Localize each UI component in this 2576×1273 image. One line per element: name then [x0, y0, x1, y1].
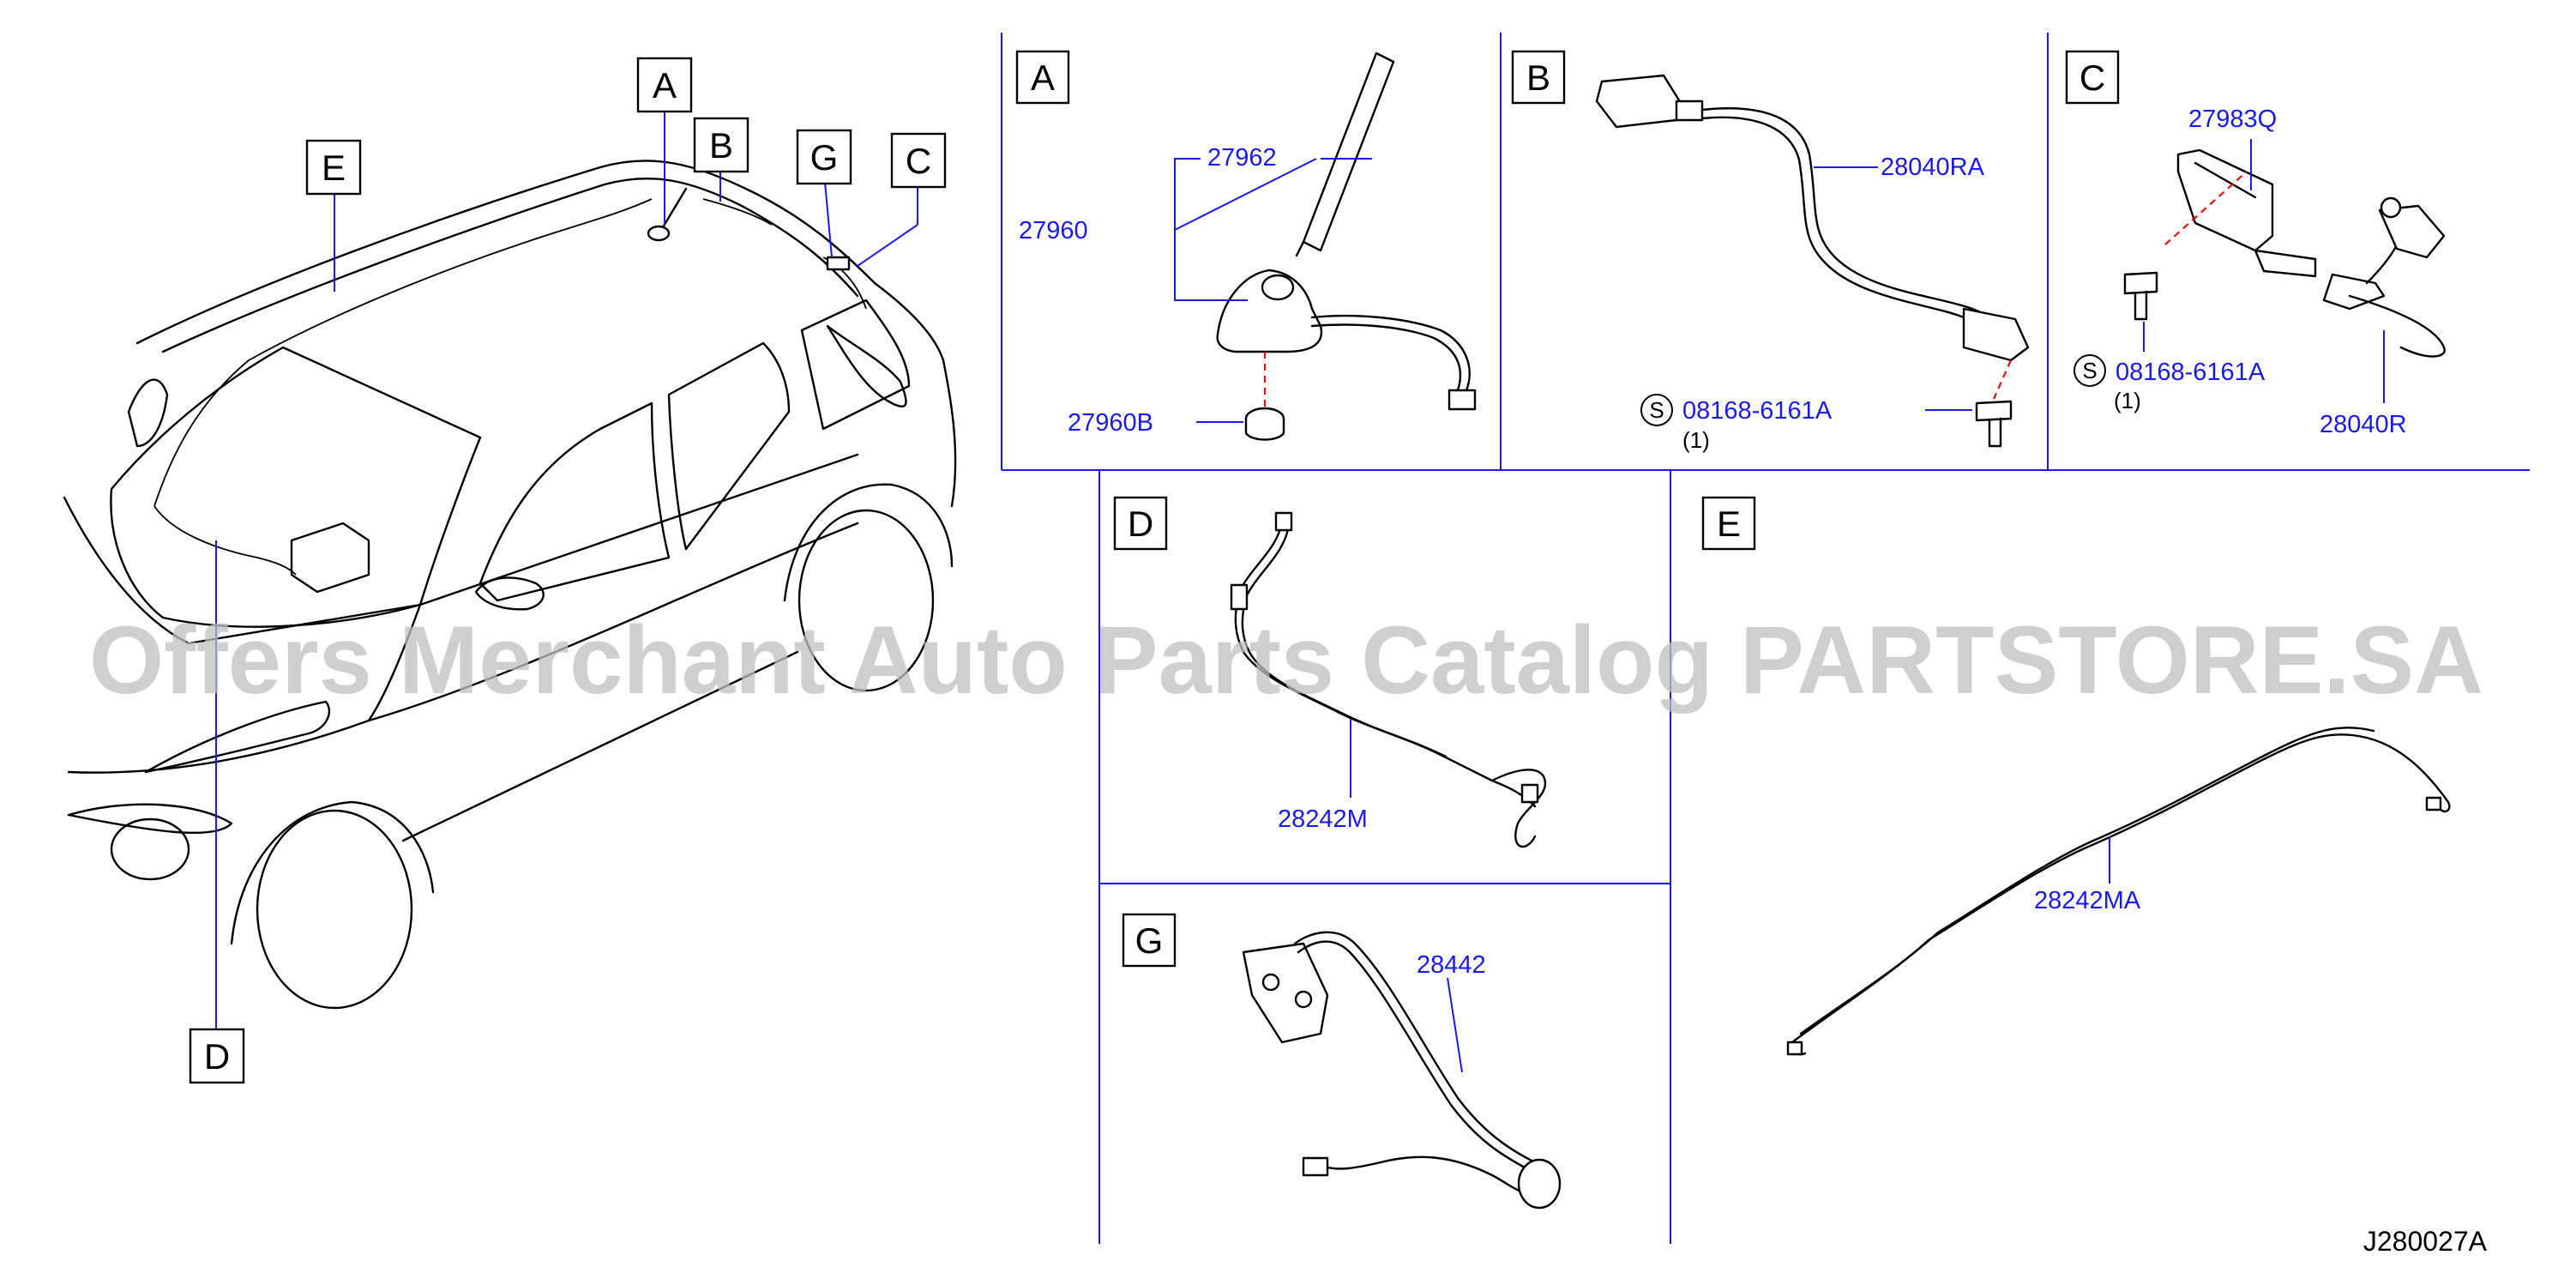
harness-g-bracket	[1242, 942, 1329, 1044]
part-label-27962[interactable]: 27962	[1207, 144, 1277, 172]
panel-e: E 28242MA	[1701, 496, 2451, 1056]
harness-g-grommet	[1517, 1158, 1562, 1210]
car-side-line	[367, 453, 859, 842]
panel-a-letter: A	[1031, 57, 1055, 98]
panel-g-letter: G	[1135, 920, 1164, 961]
callout-letter-e: E	[322, 148, 346, 188]
part-label-28442[interactable]: 28442	[1417, 951, 1486, 979]
callout-letter-d: D	[204, 1036, 230, 1077]
panel-c-letter: C	[2079, 57, 2105, 98]
car-fog-light	[110, 817, 190, 881]
panel-g: G 28442	[1122, 913, 1562, 1210]
callout-box-e	[305, 139, 362, 196]
panel-b-letter: B	[1526, 57, 1550, 98]
callout-box-a	[636, 57, 693, 113]
panel-e-letter: E	[1717, 504, 1741, 544]
part-label-28040ra[interactable]: 28040RA	[1881, 154, 1985, 181]
callout-letter-g: G	[810, 137, 839, 178]
part-label-28040r[interactable]: 28040R	[2320, 411, 2407, 438]
callout-box-c	[890, 132, 947, 189]
callout-letter-c: C	[906, 141, 931, 181]
car-front-wheel	[256, 809, 413, 1010]
part-label-08168-6161a-c[interactable]: 08168-6161A	[2116, 359, 2266, 386]
callout-box-g	[796, 129, 852, 185]
antenna-base	[1216, 268, 1323, 353]
antenna-rod	[1302, 51, 1395, 252]
standard-part-symbol-b: S	[1649, 397, 1664, 423]
car-side-window-rear	[667, 341, 791, 551]
module-27983q	[2176, 148, 2274, 252]
feeder-top-connector	[1595, 74, 1682, 129]
antenna-cable	[1310, 314, 1471, 392]
part-label-27960b[interactable]: 27960B	[1068, 409, 1153, 437]
panel-b: B 28040RA S 08168-6161A (1)	[1511, 50, 2030, 453]
car-rear-wheel	[797, 509, 935, 692]
car-windshield	[110, 346, 482, 628]
bolt-b	[1975, 400, 2013, 422]
callout-letter-a: A	[653, 65, 677, 106]
callout-letter-b: B	[709, 125, 733, 166]
panel-c: C 27983Q 28040R S 08168-6161A (1)	[2065, 50, 2446, 438]
car-hood	[63, 496, 422, 774]
car-roof-inner	[161, 177, 859, 353]
part-label-28242ma[interactable]: 28242MA	[2034, 887, 2141, 914]
part-label-27960[interactable]: 27960	[1019, 217, 1088, 244]
watermark-text: Offers Merchant Auto Parts Catalog PARTS…	[89, 606, 2483, 714]
car-tailgate	[826, 324, 907, 408]
part-label-28242m[interactable]: 28242M	[1278, 805, 1368, 833]
diagram-code: J280027A	[2363, 1226, 2488, 1257]
panel-a: A 27962 27960 27960B	[1015, 50, 1477, 441]
panel-d: D 28242M	[1113, 496, 1547, 848]
part-label-27983q[interactable]: 27983Q	[2188, 106, 2277, 133]
car-headlight	[67, 803, 233, 835]
car-side-window-front	[478, 401, 671, 602]
quantity-c: (1)	[2114, 388, 2141, 413]
callout-box-d	[189, 1028, 245, 1084]
overview-harness-g	[702, 198, 867, 310]
bolt-c	[2123, 271, 2158, 295]
feeder-cable-28040ra	[1700, 107, 2025, 345]
overview-callouts: A B G C E D	[189, 57, 947, 1084]
standard-part-symbol-c: S	[2082, 358, 2097, 383]
part-label-08168-6161a-b[interactable]: 08168-6161A	[1682, 397, 1833, 425]
feeder-bottom-connector	[1962, 307, 2030, 362]
callout-box-b	[693, 117, 749, 173]
car-roof-outline	[135, 160, 957, 508]
car-hood-vent	[144, 700, 331, 774]
panel-d-letter: D	[1128, 504, 1153, 544]
vehicle-overview	[63, 160, 957, 1010]
panel-grid	[1001, 33, 2530, 1244]
quantity-b: (1)	[1682, 427, 1710, 453]
overview-module	[290, 522, 370, 594]
overview-harness-d	[153, 505, 297, 576]
overview-harness-e	[153, 198, 653, 507]
car-rear-quarter	[800, 299, 911, 431]
